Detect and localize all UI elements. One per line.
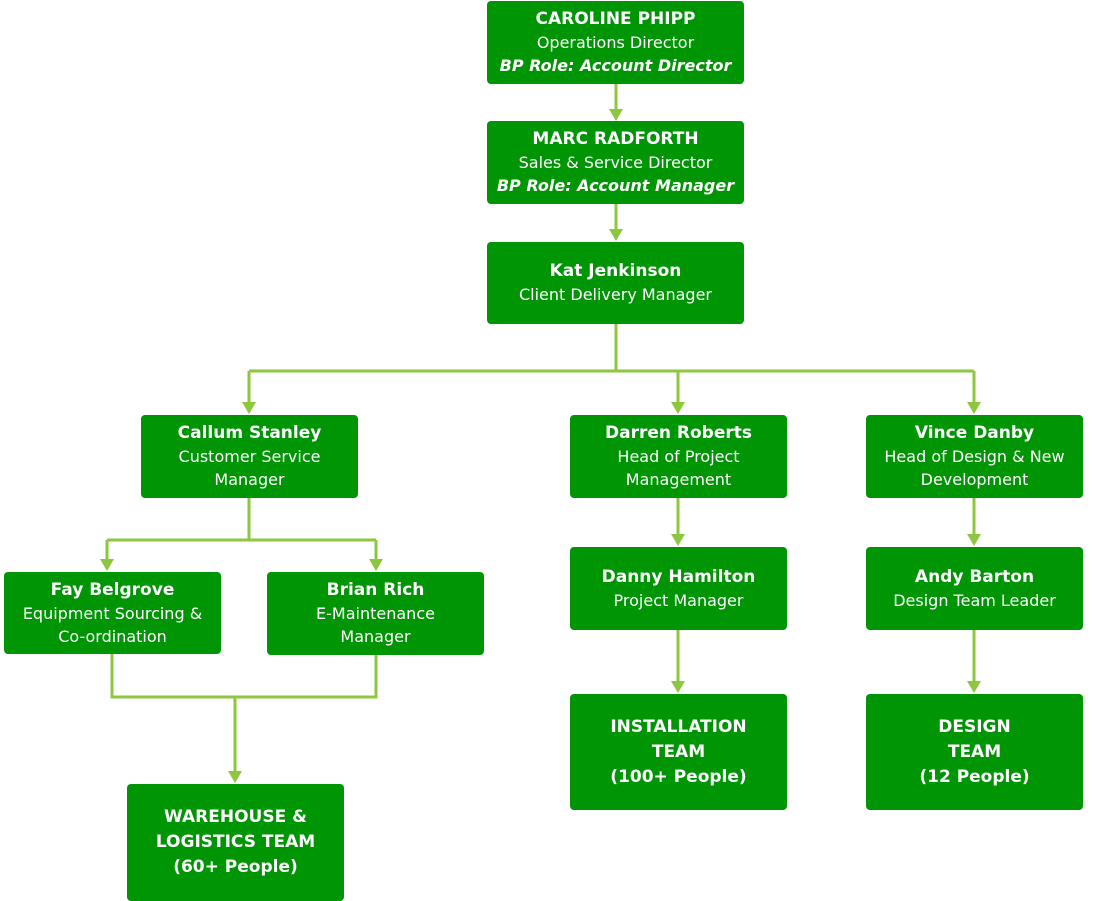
arrowhead-icon xyxy=(967,681,981,693)
bp-role: BP Role: Account Manager xyxy=(496,176,735,195)
connector-callum-level3 xyxy=(105,497,378,562)
node-callum-stanley: Callum Stanley Customer Service Manager xyxy=(141,415,358,498)
job-title: Head of Design & New Development xyxy=(884,447,1065,489)
arrowhead-icon xyxy=(967,534,981,546)
arrowhead-icon xyxy=(228,771,242,783)
node-design-team: DESIGN TEAM (12 People) xyxy=(866,694,1083,810)
node-darren-roberts: Darren Roberts Head of Project Managemen… xyxy=(570,415,787,498)
person-name: Vince Danby xyxy=(914,423,1035,443)
team-label: WAREHOUSE & LOGISTICS TEAM (60+ People) xyxy=(155,807,316,877)
person-name: Danny Hamilton xyxy=(601,566,756,587)
team-label: DESIGN TEAM (12 People) xyxy=(919,716,1030,787)
arrowhead-icon xyxy=(609,109,623,121)
connector-merge-warehouse xyxy=(110,654,378,772)
job-title: Project Manager xyxy=(613,590,744,610)
node-kat-jenkinson: Kat Jenkinson Client Delivery Manager xyxy=(487,242,744,324)
person-name: Callum Stanley xyxy=(177,423,322,443)
job-title: Sales & Service Director xyxy=(518,153,713,172)
job-title: Customer Service Manager xyxy=(178,447,321,489)
person-name: Darren Roberts xyxy=(605,423,752,443)
arrowhead-icon xyxy=(671,534,685,546)
person-name: MARC RADFORTH xyxy=(532,129,699,149)
person-name: CAROLINE PHIPP xyxy=(535,9,696,29)
node-fay-belgrove: Fay Belgrove Equipment Sourcing & Co-ord… xyxy=(4,572,221,654)
node-warehouse-logistics-team: WAREHOUSE & LOGISTICS TEAM (60+ People) xyxy=(127,784,344,901)
person-name: Kat Jenkinson xyxy=(549,261,682,281)
node-brian-rich: Brian Rich E-Maintenance Manager xyxy=(267,572,484,655)
job-title: E-Maintenance Manager xyxy=(316,604,435,646)
node-danny-hamilton: Danny Hamilton Project Manager xyxy=(570,547,787,630)
arrowhead-icon xyxy=(100,559,114,571)
person-name: Brian Rich xyxy=(326,580,425,600)
connector-kat-level2 xyxy=(247,324,976,404)
team-label: INSTALLATION TEAM (100+ People) xyxy=(610,716,747,787)
bp-role: BP Role: Account Director xyxy=(499,56,732,75)
person-name: Andy Barton xyxy=(914,566,1035,587)
arrowhead-icon xyxy=(369,559,383,571)
arrowhead-icon xyxy=(671,681,685,693)
node-andy-barton: Andy Barton Design Team Leader xyxy=(866,547,1083,630)
job-title: Design Team Leader xyxy=(893,590,1056,610)
person-name: Fay Belgrove xyxy=(50,579,175,600)
job-title: Head of Project Management xyxy=(617,447,740,489)
node-installation-team: INSTALLATION TEAM (100+ People) xyxy=(570,694,787,810)
job-title: Operations Director xyxy=(536,33,695,52)
job-title: Equipment Sourcing & Co-ordination xyxy=(22,603,203,646)
arrowhead-icon xyxy=(242,402,256,414)
arrowhead-icon xyxy=(967,402,981,414)
arrowhead-icon xyxy=(609,229,623,241)
job-title: Client Delivery Manager xyxy=(518,285,713,304)
arrowhead-icon xyxy=(671,402,685,414)
node-vince-danby: Vince Danby Head of Design & New Develop… xyxy=(866,415,1083,498)
node-caroline-phipp: CAROLINE PHIPP Operations Director BP Ro… xyxy=(487,1,744,84)
node-marc-radforth: MARC RADFORTH Sales & Service Director B… xyxy=(487,121,744,204)
